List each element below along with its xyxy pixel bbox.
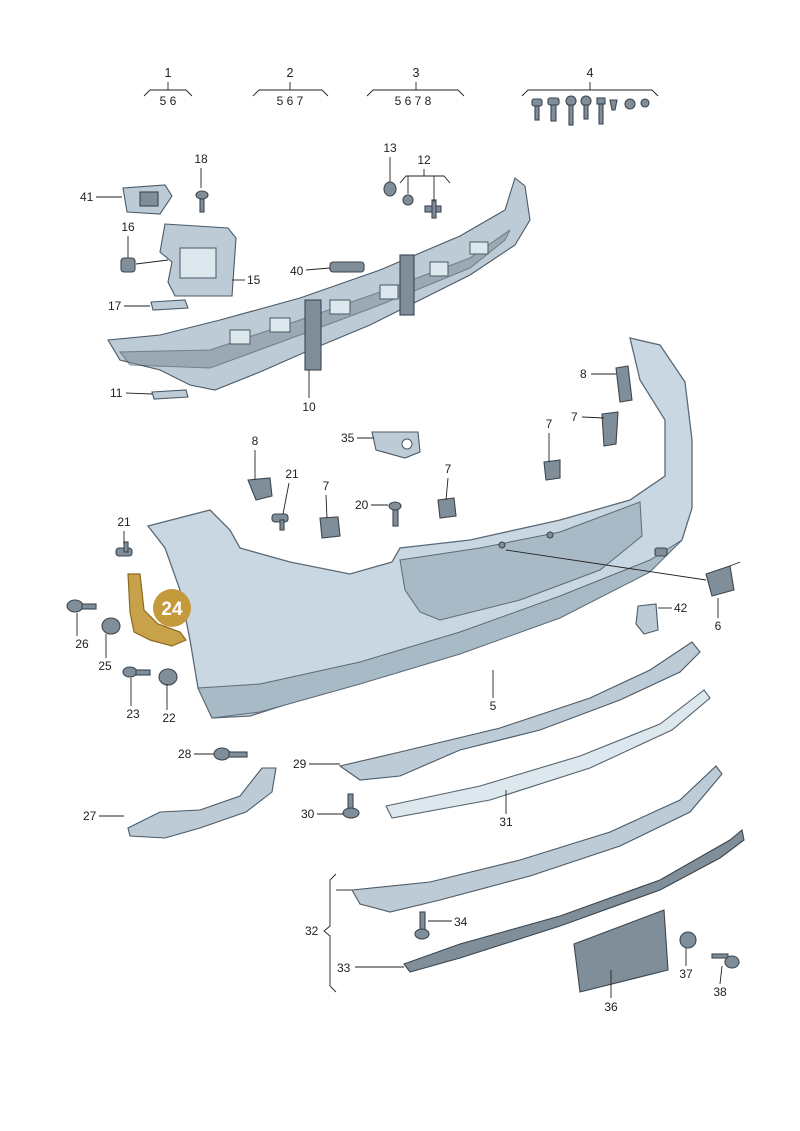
- callout-18: 18: [194, 152, 208, 166]
- svg-text:1: 1: [165, 66, 172, 80]
- fastener-12: [402, 194, 442, 219]
- clip-16: [120, 257, 136, 273]
- svg-text:5 6: 5 6: [160, 94, 177, 108]
- callout-32: 32: [305, 924, 319, 938]
- nut-25: [101, 617, 121, 635]
- callout-41: 41: [80, 190, 94, 204]
- clip-7-mid: [437, 497, 457, 519]
- callout-28: 28: [178, 747, 192, 761]
- screw-26: [66, 599, 97, 613]
- side-bracket-15: [159, 223, 237, 297]
- callout-35: 35: [341, 431, 355, 445]
- callout-7b: 7: [445, 462, 452, 476]
- group-header-2: 2 5 6 7: [252, 66, 329, 108]
- callout-7a: 7: [323, 479, 330, 493]
- callout-36: 36: [604, 1000, 618, 1014]
- bracket-24-highlighted[interactable]: 24: [127, 573, 191, 647]
- mount-42: [635, 603, 659, 635]
- callout-8b: 8: [580, 367, 587, 381]
- group-header-4: 4: [521, 66, 659, 97]
- clip-13: [383, 181, 397, 197]
- screw-20: [388, 501, 402, 527]
- screw-18: [195, 190, 209, 213]
- callout-21a: 21: [285, 467, 299, 481]
- grille-31: [385, 689, 711, 819]
- guide-11: [151, 389, 189, 400]
- callout-23: 23: [126, 707, 140, 721]
- callout-27: 27: [83, 809, 97, 823]
- screw-34: [414, 911, 430, 940]
- callout-5: 5: [490, 699, 497, 713]
- callout-17: 17: [108, 299, 122, 313]
- nut-37: [679, 931, 697, 949]
- bumper-cover-5: [146, 337, 693, 719]
- callout-29: 29: [293, 757, 307, 771]
- clip-21-lower: [115, 541, 133, 557]
- guide-8-left: [247, 477, 273, 501]
- callout-34: 34: [454, 915, 468, 929]
- callout-42: 42: [674, 601, 688, 615]
- callout-16: 16: [121, 220, 135, 234]
- bracket-27: [127, 767, 277, 839]
- screw-28: [213, 747, 248, 761]
- tow-cap-6: [705, 561, 741, 597]
- callout-22: 22: [162, 711, 176, 725]
- svg-text:5 6 7 8: 5 6 7 8: [395, 94, 432, 108]
- bracket-35: [371, 431, 421, 459]
- plate-bracket-36: [573, 909, 669, 993]
- callout-8a: 8: [252, 434, 259, 448]
- fastener-set-4: [531, 95, 650, 126]
- group-header-3: 3 5 6 7 8: [366, 66, 465, 108]
- callout-11: 11: [110, 386, 123, 400]
- screw-23: [122, 666, 151, 678]
- clip-7-left: [319, 516, 341, 539]
- svg-text:24: 24: [161, 599, 183, 620]
- impact-carrier-10: [107, 177, 531, 391]
- callout-37: 37: [679, 967, 693, 981]
- callout-6: 6: [715, 619, 722, 633]
- svg-text:4: 4: [587, 66, 594, 80]
- screw-30: [342, 793, 360, 819]
- nut-22: [158, 668, 178, 686]
- callout-26: 26: [75, 637, 89, 651]
- reflector-40: [329, 261, 365, 273]
- clip-7-right: [543, 459, 561, 481]
- callout-15: 15: [247, 273, 261, 287]
- trim-32: [351, 765, 723, 913]
- callout-21b: 21: [117, 515, 131, 529]
- callout-31: 31: [499, 815, 513, 829]
- strip-33: [403, 828, 745, 973]
- callout-20: 20: [355, 498, 369, 512]
- callout-10: 10: [302, 400, 316, 414]
- svg-text:5 6 7: 5 6 7: [277, 94, 304, 108]
- svg-text:3: 3: [413, 66, 420, 80]
- screw-38: [711, 953, 740, 969]
- callout-33: 33: [337, 961, 351, 975]
- guide-8-right: [615, 365, 633, 403]
- callout-13: 13: [383, 141, 397, 155]
- svg-text:2: 2: [287, 66, 294, 80]
- callouts: 18 41 16 15 17 40 13 12 11 10 8 7: [75, 141, 727, 1014]
- callout-12: 12: [417, 153, 431, 167]
- callout-30: 30: [301, 807, 315, 821]
- callout-25: 25: [98, 659, 112, 673]
- diffuser-29: [338, 641, 701, 781]
- guide-17: [150, 299, 189, 311]
- callout-7c: 7: [546, 417, 553, 431]
- callout-40: 40: [290, 264, 304, 278]
- clip-7-far: [601, 411, 619, 447]
- clip-21-upper: [271, 513, 289, 531]
- callout-7d: 7: [571, 410, 578, 424]
- group-header-1: 1 5 6: [143, 66, 193, 108]
- sensor-holder-41: [122, 184, 173, 215]
- callout-38: 38: [713, 985, 727, 999]
